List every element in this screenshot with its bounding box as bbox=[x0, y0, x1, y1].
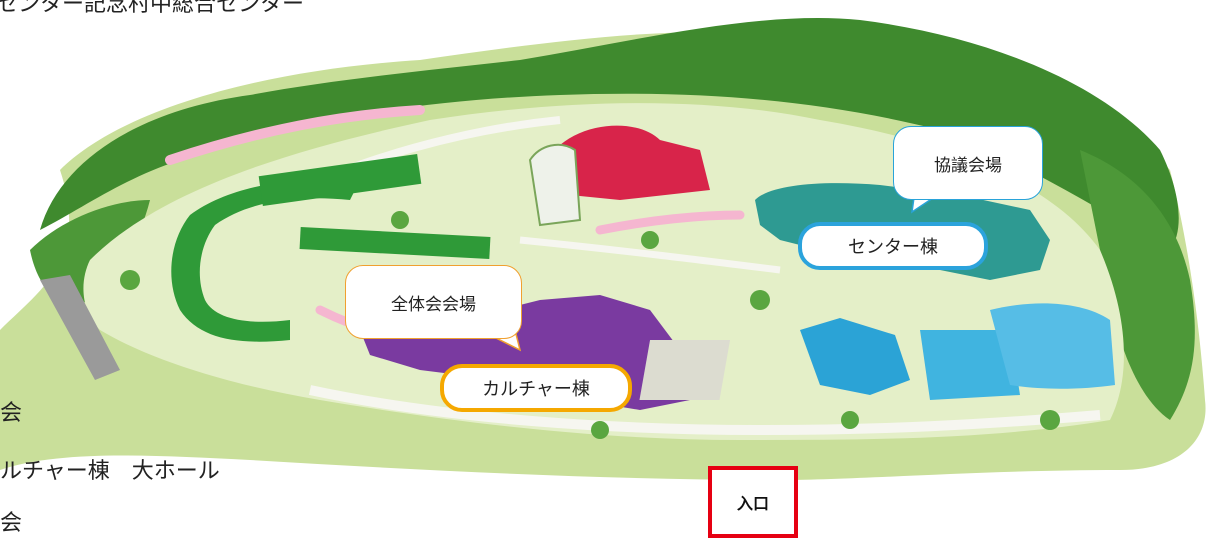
blue-gym bbox=[800, 318, 910, 395]
left-text-line-1: 会 bbox=[0, 401, 23, 426]
sakura-row bbox=[595, 210, 745, 235]
road bbox=[308, 385, 1101, 436]
sakura-row bbox=[165, 105, 425, 165]
left-text-line-3: 会 bbox=[0, 511, 23, 536]
callout-zentai-kaijo: 全体会会場 bbox=[345, 265, 522, 339]
road bbox=[519, 236, 781, 274]
white-tower bbox=[528, 143, 582, 227]
entrance-label: 入口 bbox=[708, 466, 798, 538]
label-center-building: センター棟 bbox=[798, 222, 988, 270]
callout-kyogi-kaijo: 協議会場 bbox=[893, 126, 1043, 200]
forest-top bbox=[40, 18, 1179, 251]
red-building bbox=[560, 125, 710, 200]
label-culture-building: カルチャー棟 bbox=[440, 364, 632, 412]
tree bbox=[841, 411, 859, 429]
gray-slope bbox=[40, 275, 120, 380]
tree bbox=[591, 421, 609, 439]
blue-arched-roofs bbox=[990, 303, 1115, 389]
green-building-curve bbox=[171, 178, 360, 342]
green-building-bar bbox=[258, 154, 422, 206]
tree bbox=[750, 290, 770, 310]
green-building-bar bbox=[299, 227, 491, 259]
parking-area bbox=[639, 340, 731, 400]
blue-pool-building bbox=[920, 330, 1020, 400]
tree bbox=[641, 231, 659, 249]
tree bbox=[120, 270, 140, 290]
left-text-line-2: ルチャー棟 大ホール bbox=[0, 459, 220, 484]
forest-right bbox=[1080, 150, 1195, 420]
header-partial-title: センター記念村中総合センター bbox=[0, 0, 305, 17]
tree bbox=[391, 211, 409, 229]
tree bbox=[1040, 410, 1060, 430]
